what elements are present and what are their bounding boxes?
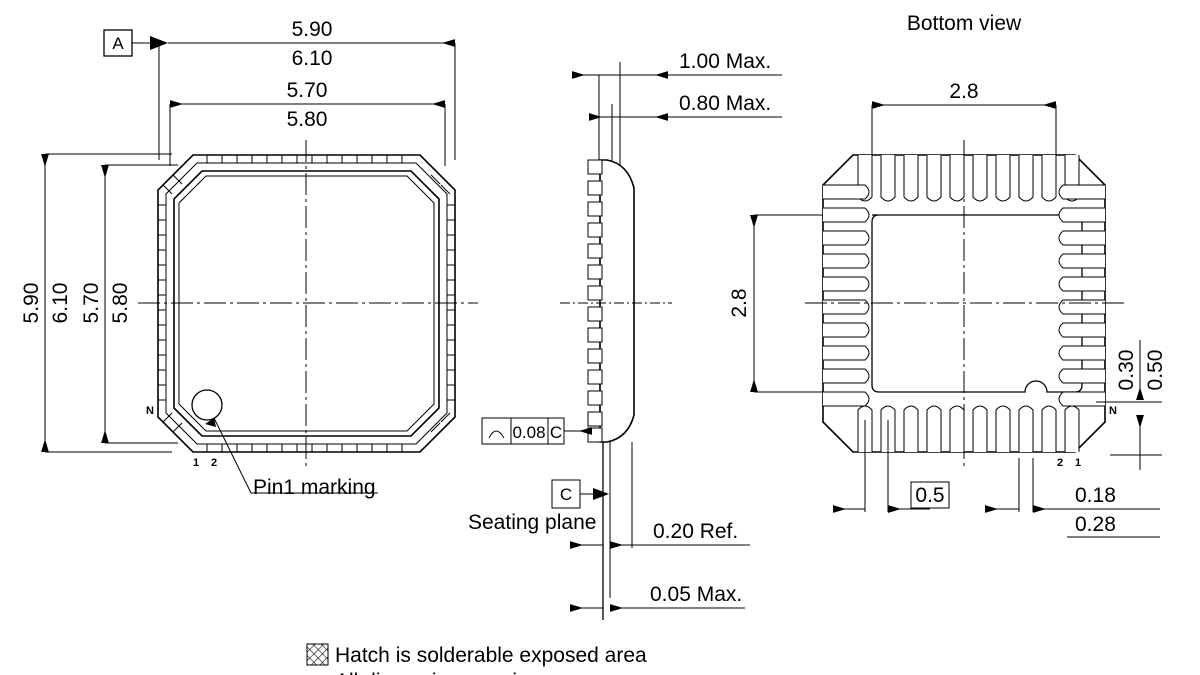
- datum-c-box: [551, 479, 581, 509]
- datum-a-marker: A: [103, 29, 168, 160]
- side-view-group: 1.00 Max. 0.80 Max.: [468, 50, 782, 620]
- top-view-width-body-dimension: 5.70 5.80: [169, 79, 446, 166]
- dim-height-body-lower: 5.80: [109, 283, 132, 324]
- note-units-line: All dimensions are in mm.: [335, 670, 575, 675]
- dim-pad-height: 2.8: [728, 288, 751, 317]
- datum-a-label: A: [112, 34, 124, 53]
- hatch-legend-swatch: [306, 643, 329, 666]
- side-view-lead-thickness-dimension: 0.20 Ref.: [570, 520, 750, 549]
- side-view-total-height-dimension: 1.00 Max.: [572, 50, 782, 168]
- dim-height-body-upper: 5.70: [80, 283, 103, 324]
- dim-total-height-max: 1.00 Max.: [679, 50, 771, 73]
- flatness-value: 0.08: [512, 423, 545, 442]
- top-view-pin-2-number: 2: [211, 457, 217, 469]
- flatness-symbol-icon: [488, 430, 505, 439]
- top-view-pin-1-number: 1: [193, 457, 199, 469]
- bottom-view-pin-2-number: 2: [1057, 457, 1063, 469]
- side-view-standoff-dimension: 0.05 Max.: [570, 583, 745, 612]
- dim-width-outer-lower: 6.10: [292, 47, 333, 70]
- datum-c-triangle: [593, 488, 609, 500]
- dim-width-outer-upper: 5.90: [292, 18, 333, 41]
- pin1-marking-leader: [213, 417, 378, 494]
- dim-lead-width-lower: 0.28: [1075, 513, 1116, 536]
- dim-height-outer-upper: 5.90: [20, 283, 43, 324]
- bottom-view-lead-length-dimension: 0.30 0.50: [1096, 340, 1167, 470]
- top-view-leads-corners: [162, 174, 451, 433]
- dim-width-body-upper: 5.70: [287, 79, 328, 102]
- datum-c-marker: C Seating plane: [468, 479, 609, 534]
- dim-lead-thickness-ref: 0.20 Ref.: [653, 520, 738, 543]
- dim-pad-width: 2.8: [949, 80, 978, 103]
- top-view-height-body-dimension: 5.70 5.80: [80, 164, 178, 444]
- pin1-marking-circle: [191, 389, 223, 421]
- pitch-basic-dim-box: [910, 481, 950, 509]
- bottom-view-lead-width-dimension: 0.18 0.28: [985, 458, 1160, 538]
- top-view-body-inner-line: [178, 175, 435, 432]
- flatness-datum-ref: C: [550, 423, 562, 442]
- dim-standoff-max: 0.05 Max.: [650, 583, 742, 606]
- bottom-view-group: Bottom view 2.8 2.8: [728, 12, 1167, 538]
- bottom-view-pads-bottom: [857, 405, 1080, 452]
- dim-lead-width-upper: 0.18: [1075, 484, 1116, 507]
- bottom-view-pads-right: [1058, 184, 1105, 407]
- bottom-view-pin-1-number: 1: [1075, 457, 1081, 469]
- dim-body-height-max: 0.80 Max.: [679, 92, 771, 115]
- dim-pitch: 0.5: [915, 484, 944, 507]
- datum-a-box: [103, 29, 133, 57]
- pin1-marking-arrow: [205, 418, 216, 427]
- bottom-view-pin-n-label: N: [1109, 405, 1117, 417]
- top-view-pin-n-label: N: [146, 405, 154, 417]
- top-view-leads-right: [447, 204, 455, 401]
- dim-lead-length-upper: 0.30: [1115, 350, 1138, 391]
- dim-width-body-lower: 5.80: [287, 108, 328, 131]
- datum-c-label: C: [560, 485, 572, 504]
- top-view-leads-bottom: [206, 444, 403, 452]
- top-view-leads-left: [158, 204, 166, 401]
- bottom-view-pad-width-dimension: 2.8: [871, 80, 1057, 225]
- pin1-marking-label: Pin1 marking: [253, 476, 376, 499]
- side-view-body-height-dimension: 0.80 Max.: [589, 92, 782, 168]
- seating-plane-label: Seating plane: [468, 511, 596, 534]
- note-hatch-line: Hatch is solderable exposed area: [335, 644, 647, 667]
- bottom-view-pitch-dimension: 0.5: [833, 420, 950, 513]
- side-view-leads: [587, 159, 603, 443]
- top-view-group: A 5.90 6.10 5.70 5.80 5.90 6.10: [20, 18, 478, 499]
- top-view-height-outer-dimension: 5.90 6.10: [20, 153, 172, 453]
- side-view-body-profile: [599, 159, 635, 443]
- bottom-view-pads-left: [823, 184, 870, 407]
- top-view-width-outer-dimension: 5.90 6.10: [168, 18, 456, 160]
- dim-lead-length-lower: 0.50: [1144, 350, 1167, 391]
- dim-height-outer-lower: 6.10: [49, 283, 72, 324]
- top-view-lead-ring-inner: [165, 162, 448, 445]
- bottom-view-title: Bottom view: [907, 12, 1022, 35]
- drawing-notes: Hatch is solderable exposed area All dim…: [306, 643, 647, 675]
- flatness-control-frame: 0.08 C: [481, 417, 592, 445]
- top-view-leads-top: [206, 155, 403, 163]
